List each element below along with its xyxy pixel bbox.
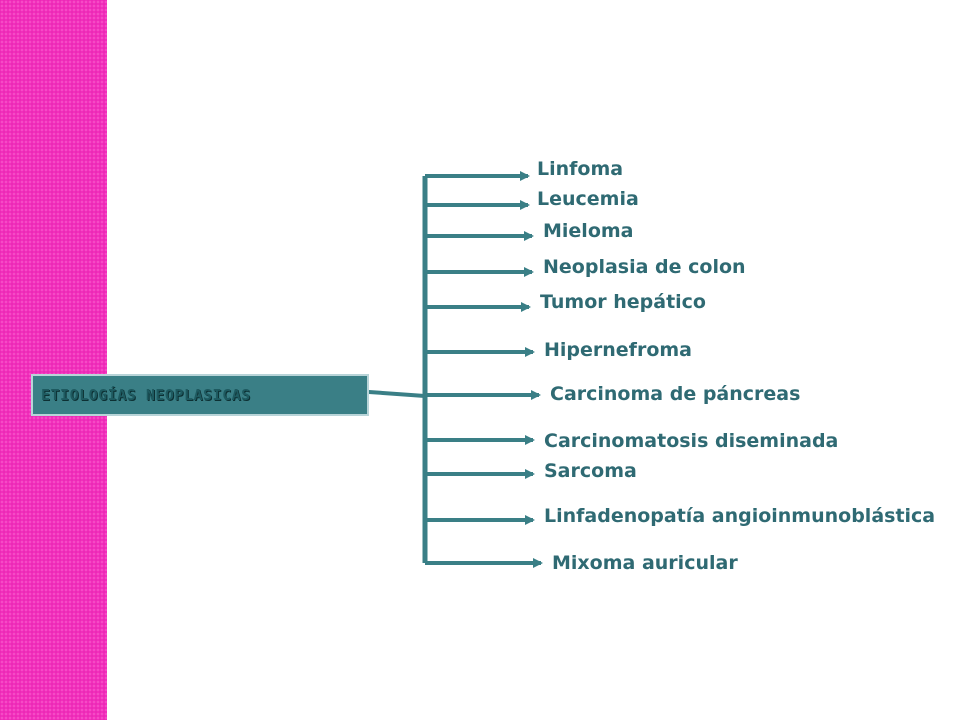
root-node-label: ETIOLOGÍAS NEOPLASICAS xyxy=(41,386,251,404)
item-label-carcinoma-pancreas: Carcinoma de páncreas xyxy=(550,383,801,405)
item-label-mieloma: Mieloma xyxy=(543,220,634,242)
item-label-hipernefroma: Hipernefroma xyxy=(544,339,692,361)
decorative-side-band xyxy=(0,0,107,720)
root-link-line xyxy=(367,390,427,398)
item-label-carcinomatosis: Carcinomatosis diseminada xyxy=(544,430,839,452)
item-label-linfoma: Linfoma xyxy=(537,158,624,180)
item-label-leucemia: Leucemia xyxy=(537,188,639,210)
arrow-group xyxy=(425,171,543,568)
item-label-neoplasia-colon: Neoplasia de colon xyxy=(543,256,746,278)
item-label-mixoma: Mixoma auricular xyxy=(552,552,738,574)
item-label-tumor-hepatico: Tumor hepático xyxy=(540,291,706,313)
item-label-linfadenopatia: Linfadenopatía angioinmunoblástica xyxy=(544,505,936,527)
item-label-sarcoma: Sarcoma xyxy=(544,460,637,482)
root-node-box: ETIOLOGÍAS NEOPLASICAS xyxy=(31,374,369,416)
